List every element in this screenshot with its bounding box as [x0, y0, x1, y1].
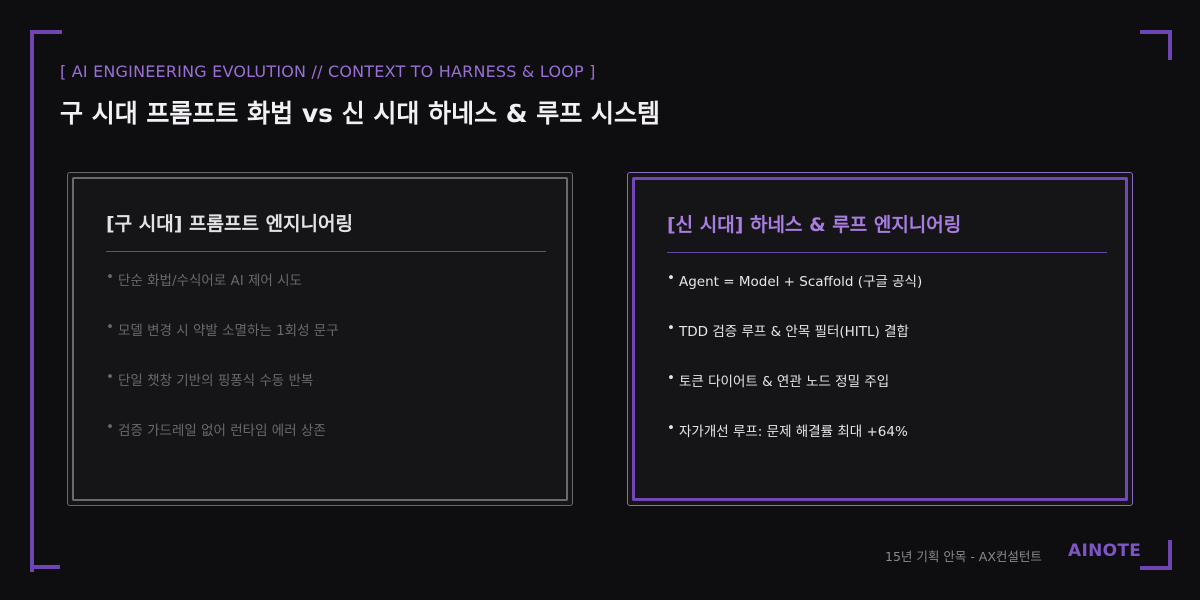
old-era-list: •단순 화법/수식어로 AI 제어 시도 •모델 변경 시 약발 소멸하는 1회…	[106, 269, 339, 469]
new-era-card-title: [신 시대] 하네스 & 루프 엔지니어링	[667, 214, 962, 236]
new-era-card-inner: [신 시대] 하네스 & 루프 엔지니어링 •Agent = Model + S…	[632, 177, 1128, 501]
list-item: •자가개선 루프: 문제 해결률 최대 +64%	[667, 420, 922, 470]
list-item-text: 단순 화법/수식어로 AI 제어 시도	[118, 273, 302, 289]
bullet-icon: •	[106, 419, 114, 435]
bullet-icon: •	[667, 370, 675, 386]
list-item-text: TDD 검증 루프 & 안목 필터(HITL) 결합	[679, 324, 909, 340]
bullet-icon: •	[106, 269, 114, 285]
list-item: •단일 챗창 기반의 핑퐁식 수동 반복	[106, 369, 339, 419]
list-item: •토큰 다이어트 & 연관 노드 정밀 주입	[667, 370, 922, 420]
list-item-text: Agent = Model + Scaffold (구글 공식)	[679, 274, 923, 290]
list-item-text: 모델 변경 시 약발 소멸하는 1회성 문구	[118, 323, 339, 339]
bullet-icon: •	[667, 420, 675, 436]
new-era-divider	[667, 252, 1107, 253]
list-item: •모델 변경 시 약발 소멸하는 1회성 문구	[106, 319, 339, 369]
list-item-text: 검증 가드레일 없어 런타임 에러 상존	[118, 423, 326, 439]
bullet-icon: •	[106, 319, 114, 335]
new-era-card: [신 시대] 하네스 & 루프 엔지니어링 •Agent = Model + S…	[627, 172, 1133, 506]
old-era-divider	[106, 251, 546, 252]
list-item-text: 토큰 다이어트 & 연관 노드 정밀 주입	[679, 374, 890, 390]
frame-bracket-bottom-left	[30, 565, 60, 569]
eyebrow-label: [ AI ENGINEERING EVOLUTION // CONTEXT TO…	[60, 62, 596, 81]
old-era-card-title: [구 시대] 프롬프트 엔지니어링	[106, 213, 353, 235]
old-era-card-inner: [구 시대] 프롬프트 엔지니어링 •단순 화법/수식어로 AI 제어 시도 •…	[72, 177, 568, 501]
page-title: 구 시대 프롬프트 화법 vs 신 시대 하네스 & 루프 시스템	[60, 99, 661, 128]
bullet-icon: •	[106, 369, 114, 385]
new-era-list: •Agent = Model + Scaffold (구글 공식) •TDD 검…	[667, 270, 922, 470]
list-item: •Agent = Model + Scaffold (구글 공식)	[667, 270, 922, 320]
bullet-icon: •	[667, 320, 675, 336]
brand-logo: AINOTE	[1068, 541, 1142, 561]
bullet-icon: •	[667, 270, 675, 286]
list-item-text: 자가개선 루프: 문제 해결률 최대 +64%	[679, 424, 908, 440]
frame-bracket-top-left	[30, 30, 62, 572]
list-item: •단순 화법/수식어로 AI 제어 시도	[106, 269, 339, 319]
old-era-card: [구 시대] 프롬프트 엔지니어링 •단순 화법/수식어로 AI 제어 시도 •…	[67, 172, 573, 506]
footer-note: 15년 기획 안목 - AX컨설턴트	[885, 549, 1042, 564]
list-item: •검증 가드레일 없어 런타임 에러 상존	[106, 419, 339, 469]
list-item: •TDD 검증 루프 & 안목 필터(HITL) 결합	[667, 320, 922, 370]
list-item-text: 단일 챗창 기반의 핑퐁식 수동 반복	[118, 373, 314, 389]
frame-bracket-bottom-right	[1140, 540, 1172, 570]
frame-bracket-top-right	[1140, 30, 1172, 60]
